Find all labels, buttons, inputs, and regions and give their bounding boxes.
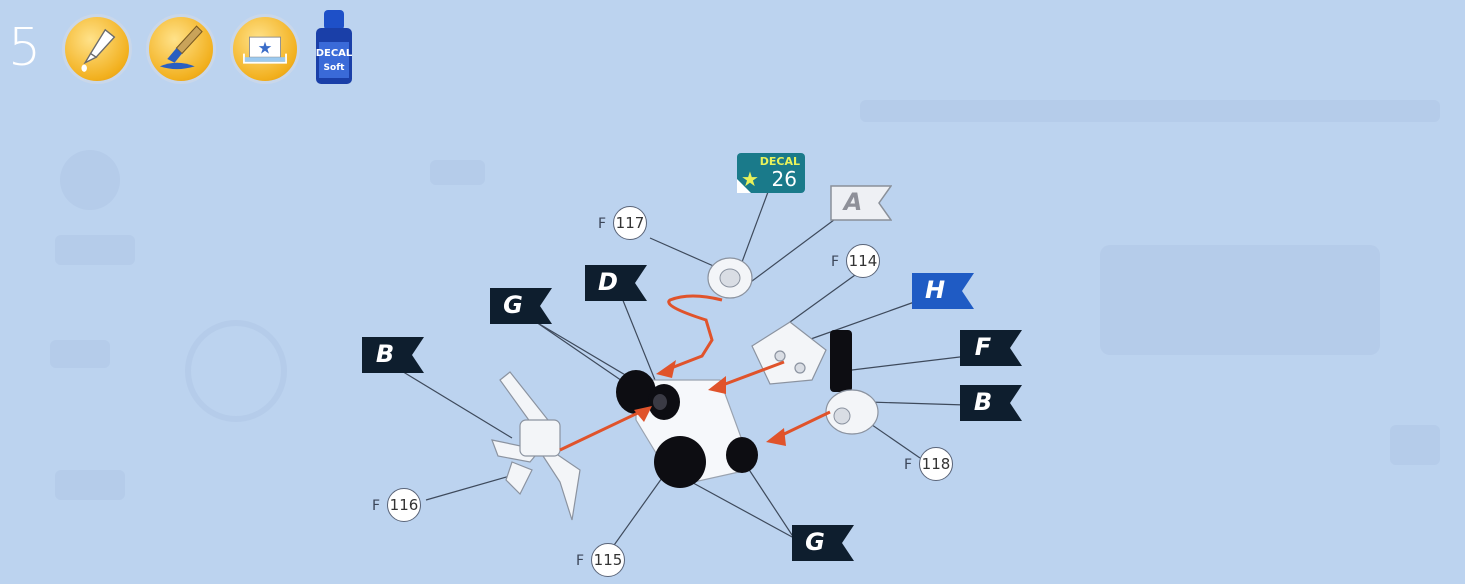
background-ghost [1100,245,1380,355]
svg-text:★: ★ [258,39,273,58]
assembly-arrows [559,294,831,452]
idler-part [825,330,879,435]
background-ghost [60,150,120,210]
part-prefix: F [904,457,913,473]
background-ghost [185,320,287,422]
color-flag-b-left: B [362,337,424,373]
decal-corner [737,179,751,193]
color-flag-f: F [960,330,1022,366]
color-flag-a: A [830,185,892,221]
part-number: 118 [919,447,953,481]
decal-softener-bottle-icon: DECAL Soft [312,8,356,86]
color-flag-b-right: B [960,385,1022,421]
background-ghost [50,340,110,368]
background-ghost [430,160,485,185]
color-flag-g-top: G [490,288,552,324]
color-flag-d: D [585,265,647,301]
pulley-set [616,370,758,488]
color-flag-g-bottom-label: G [805,528,825,556]
background-ghost [1390,425,1440,465]
part-number: 114 [846,244,880,278]
step-number: 5 [8,18,42,78]
bottle-label-bottom: Soft [324,63,346,73]
arrow-heads [634,360,786,446]
color-flag-h-label: H [924,276,946,304]
color-flag-h: H [912,273,974,309]
part-prefix: F [598,216,607,232]
leader-lines [399,191,969,549]
part-number: 117 [613,206,647,240]
ring-part [707,257,753,299]
part-prefix: F [576,553,585,569]
background-ghost [55,470,125,500]
part-number: 116 [387,488,421,522]
decal-label: DECAL [759,155,800,168]
part-prefix: F [372,498,381,514]
decal-number: 26 [771,167,797,191]
bracket-part [751,321,827,385]
decal-badge: DECAL ★ 26 [737,153,805,193]
part-number: 115 [591,543,625,577]
color-flag-b-right-label: B [973,388,993,416]
decal-water-tray-icon: ★ [230,14,300,84]
glue-icon [62,14,132,84]
fan-part [491,371,581,521]
color-flag-g-bottom: G [792,525,854,561]
paint-brush-icon [146,14,216,84]
color-flag-f-label: F [974,333,992,361]
color-flag-g-top-label: G [503,291,523,319]
background-ghost [860,100,1440,122]
background-ghost [55,235,135,265]
color-flag-d-label: D [598,268,618,296]
color-flag-b-left-label: B [375,340,395,368]
part-prefix: F [831,254,840,270]
bottle-label-top: DECAL [316,48,353,59]
color-flag-a-label: A [843,188,863,216]
